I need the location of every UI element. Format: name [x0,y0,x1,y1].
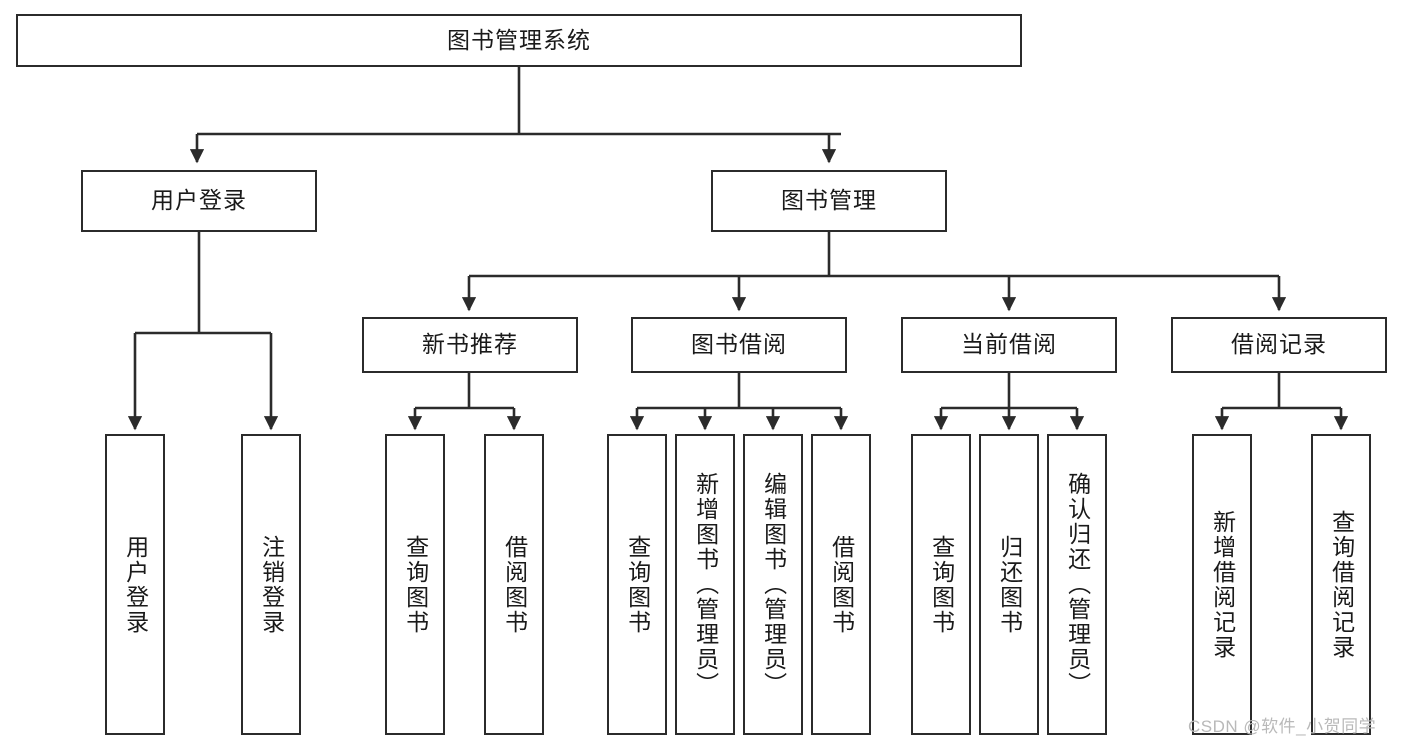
leaf-user-login[interactable]: 用户登录 [105,434,165,735]
leaf-add-record[interactable]: 新增借阅记录 [1192,434,1252,735]
node-borrow-record-label: 借阅记录 [1231,331,1327,358]
node-borrow-record[interactable]: 借阅记录 [1171,317,1387,373]
leaf-borrow-book-1-label: 借阅图书 [501,534,528,635]
leaf-borrow-book-2[interactable]: 借阅图书 [811,434,871,735]
leaf-borrow-book-1[interactable]: 借阅图书 [484,434,544,735]
leaf-confirm-return-label: 确认归还（管理员） [1064,472,1091,697]
leaf-user-logout-label: 注销登录 [258,534,285,635]
node-root[interactable]: 图书管理系统 [16,14,1022,67]
node-current-borrow[interactable]: 当前借阅 [901,317,1117,373]
leaf-query-book-2[interactable]: 查询图书 [607,434,667,735]
leaf-add-book-label: 新增图书（管理员） [692,472,719,697]
leaf-query-book-2-label: 查询图书 [624,534,651,635]
node-user-login[interactable]: 用户登录 [81,170,317,232]
leaf-return-book[interactable]: 归还图书 [979,434,1039,735]
leaf-user-login-label: 用户登录 [122,534,149,635]
node-user-login-label: 用户登录 [151,187,247,214]
node-book-manage[interactable]: 图书管理 [711,170,947,232]
node-root-label: 图书管理系统 [447,26,591,53]
leaf-query-book-1-label: 查询图书 [402,534,429,635]
leaf-user-logout[interactable]: 注销登录 [241,434,301,735]
csdn-watermark: CSDN @软件_小贺同学 [1188,717,1377,736]
node-current-borrow-label: 当前借阅 [961,331,1057,358]
node-book-borrow[interactable]: 图书借阅 [631,317,847,373]
leaf-borrow-book-2-label: 借阅图书 [828,534,855,635]
node-new-book-recommend-label: 新书推荐 [422,331,518,358]
leaf-add-book[interactable]: 新增图书（管理员） [675,434,735,735]
leaf-query-book-3-label: 查询图书 [928,534,955,635]
leaf-add-record-label: 新增借阅记录 [1209,509,1236,660]
leaf-confirm-return[interactable]: 确认归还（管理员） [1047,434,1107,735]
leaf-query-book-1[interactable]: 查询图书 [385,434,445,735]
leaf-return-book-label: 归还图书 [996,534,1023,635]
leaf-edit-book[interactable]: 编辑图书（管理员） [743,434,803,735]
leaf-query-record[interactable]: 查询借阅记录 [1311,434,1371,735]
node-book-manage-label: 图书管理 [781,187,877,214]
node-new-book-recommend[interactable]: 新书推荐 [362,317,578,373]
leaf-query-book-3[interactable]: 查询图书 [911,434,971,735]
node-book-borrow-label: 图书借阅 [691,331,787,358]
leaf-query-record-label: 查询借阅记录 [1328,509,1355,660]
leaf-edit-book-label: 编辑图书（管理员） [760,472,787,697]
